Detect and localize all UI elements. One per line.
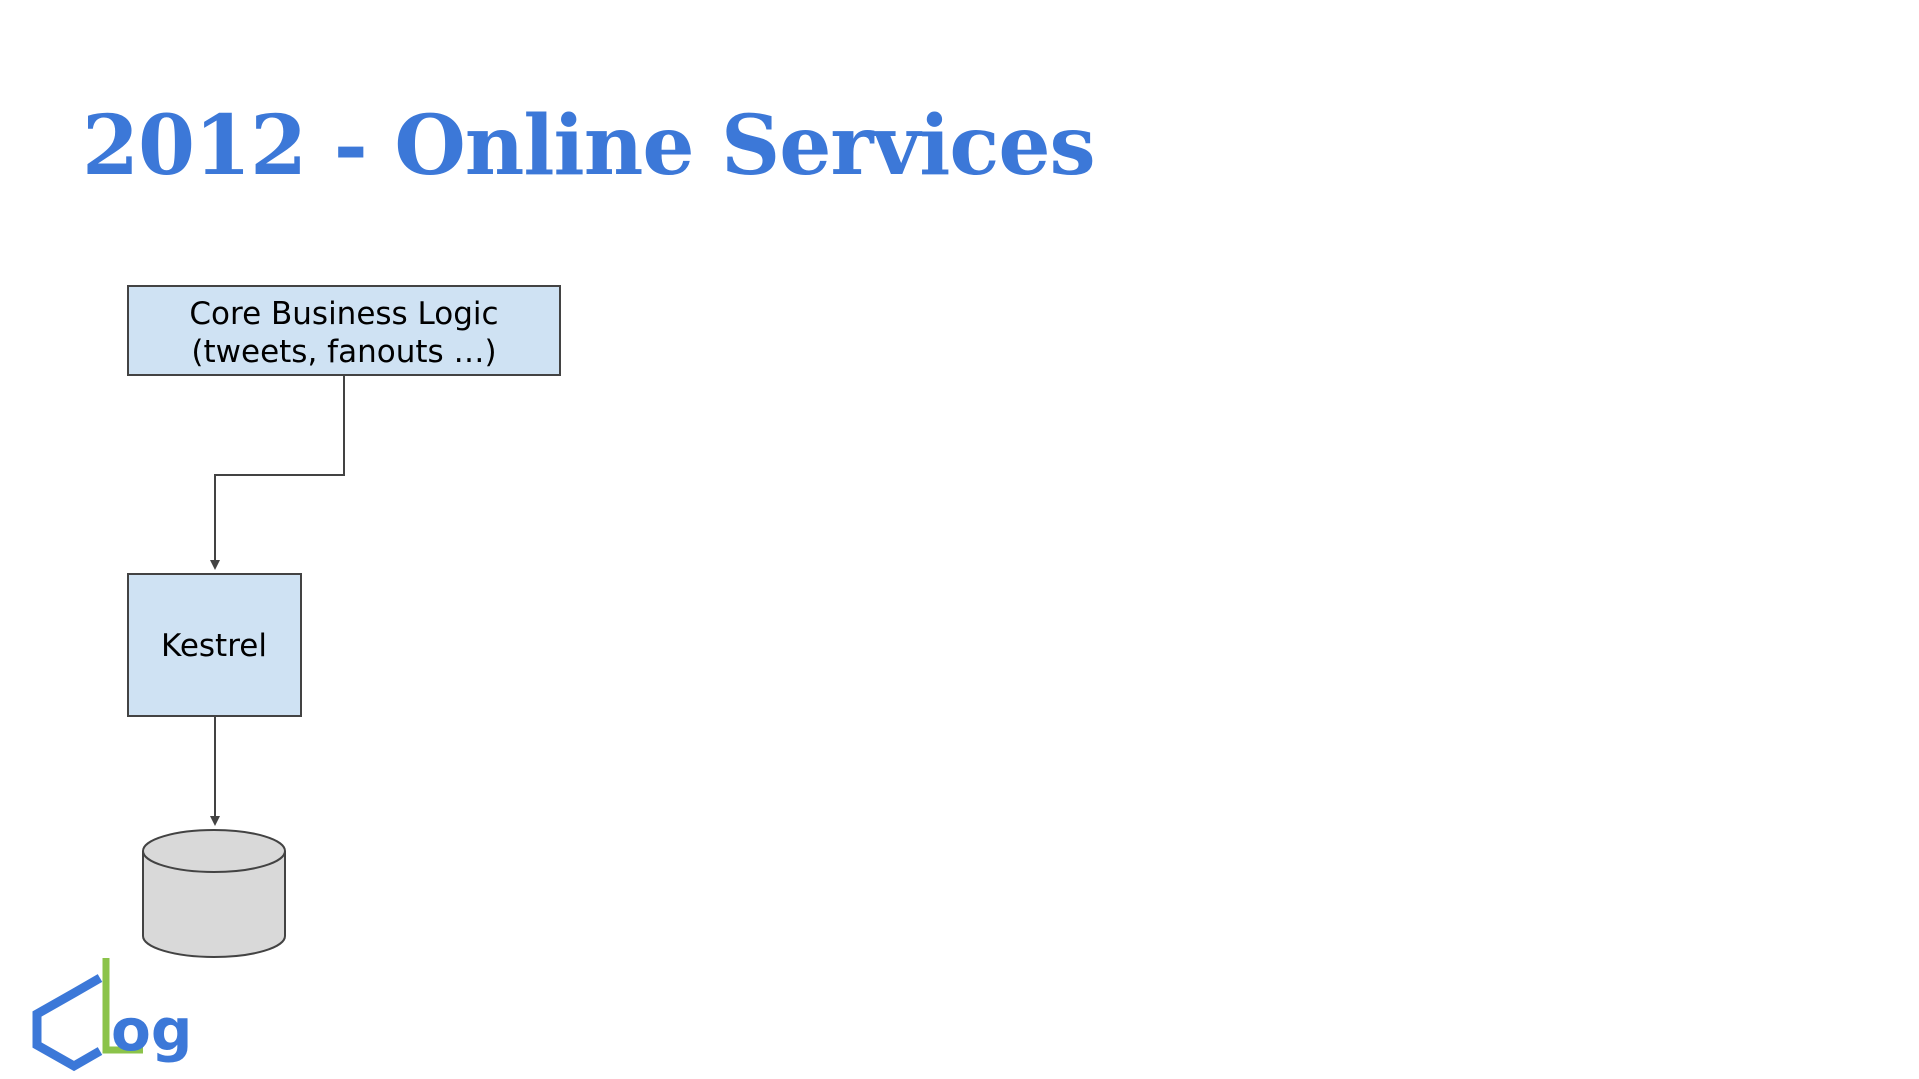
connector-core-to-kestrel bbox=[210, 375, 345, 570]
slide-title: 2012 - Online Services bbox=[82, 98, 1096, 194]
logo-green-l-icon bbox=[102, 958, 143, 1054]
kestrel-node: Kestrel bbox=[127, 573, 302, 717]
core-business-logic-node: Core Business Logic (tweets, fanouts …) bbox=[127, 285, 561, 376]
logo-hexagon-icon bbox=[32, 974, 103, 1072]
database-icon bbox=[142, 829, 286, 958]
logo-text: og bbox=[111, 996, 192, 1064]
core-business-logic-label: Core Business Logic bbox=[189, 296, 498, 332]
core-business-logic-sublabel: (tweets, fanouts …) bbox=[191, 334, 496, 370]
dlog-logo: og bbox=[32, 958, 192, 1072]
kestrel-label: Kestrel bbox=[161, 628, 267, 664]
